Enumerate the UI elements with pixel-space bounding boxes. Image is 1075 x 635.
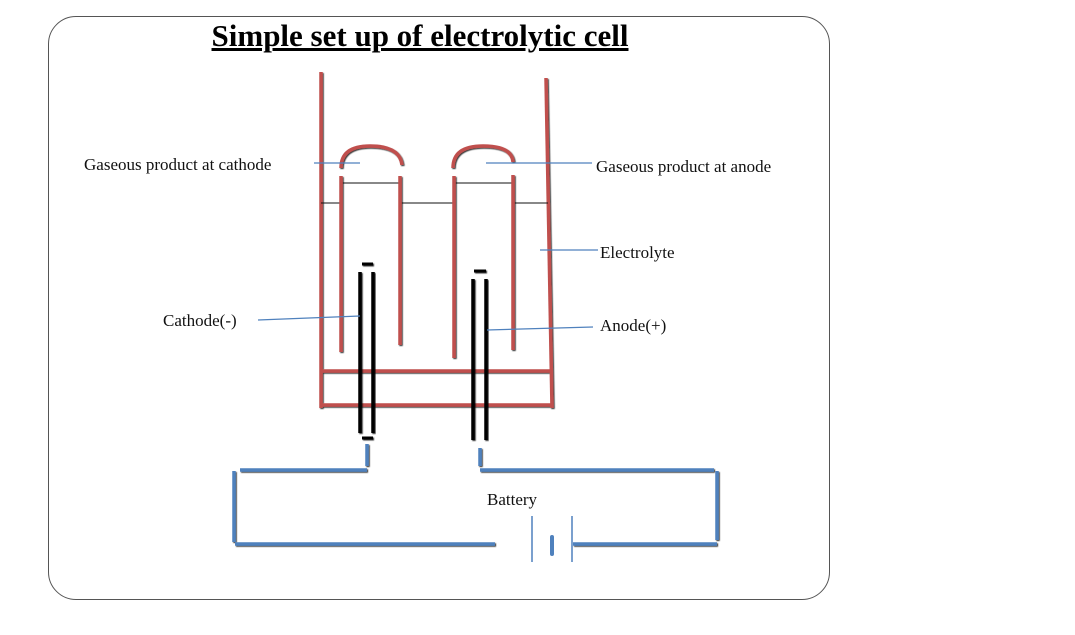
label-electrolyte: Electrolyte [600, 243, 675, 262]
leader-anode [486, 326, 594, 331]
anode-collection-tube [451, 144, 515, 358]
electrolyte-level [321, 182, 548, 204]
label-gaseous-product-cathode: Gaseous product at cathode [84, 155, 272, 174]
diagram-title: Simple set up of electrolytic cell [211, 18, 629, 53]
label-cathode: Cathode(-) [163, 311, 237, 330]
label-battery: Battery [487, 490, 538, 509]
anode-tube-dome [451, 144, 515, 169]
battery-symbol [498, 516, 573, 562]
leader-lines [257, 162, 598, 331]
beaker-right-wall [544, 77, 554, 409]
label-anode: Anode(+) [600, 316, 667, 335]
circuit-wires [232, 444, 719, 546]
anode-electrode [471, 269, 488, 440]
cathode-tube-dome [339, 144, 404, 169]
leader-cathode [257, 315, 361, 321]
cathode-electrode [358, 262, 375, 440]
label-gaseous-product-anode: Gaseous product at anode [596, 157, 772, 176]
cathode-collection-tube [339, 144, 404, 352]
beaker [319, 72, 554, 409]
diagram-frame [48, 16, 830, 600]
